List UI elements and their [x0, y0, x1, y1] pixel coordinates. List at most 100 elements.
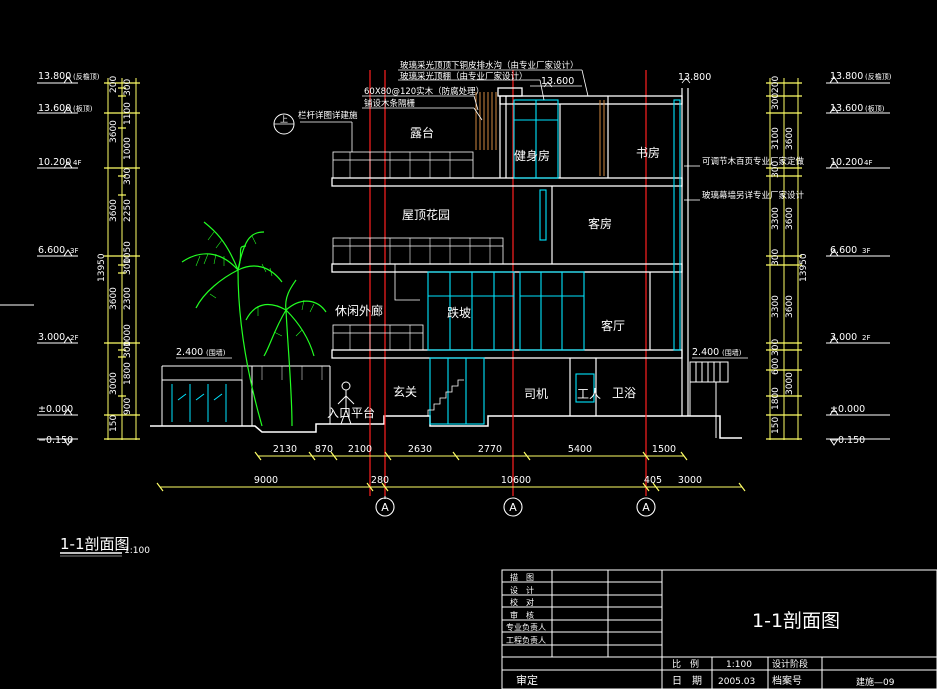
- room-living: 客厅: [601, 318, 625, 333]
- hdim-405: 405: [644, 475, 662, 486]
- left-dim-1050: 1050: [123, 241, 133, 264]
- left-dim-1000b: 1000: [123, 324, 133, 347]
- left-dim-900: 900: [123, 398, 133, 415]
- left-dim-13950: 13950: [97, 253, 107, 282]
- left-dim-3600b: 3600: [109, 199, 119, 222]
- tb-row-trace: 描 图: [510, 572, 534, 582]
- left-elev-outdoor: −0.150: [38, 435, 73, 446]
- room-guest: 客房: [588, 216, 612, 231]
- left-elev-3000: 3.000: [38, 332, 65, 343]
- right-elev-6600: 6.600: [830, 245, 857, 256]
- room-leisure-deck: 休闲外廊: [335, 303, 383, 318]
- yard-wall-elev-right-note: (围墙): [722, 348, 742, 357]
- drawing-title-label: 1-1剖面图: [60, 535, 130, 553]
- axis-label-1: A: [381, 501, 389, 514]
- tb-approve: 审定: [516, 673, 538, 687]
- right-dim-3600b: 3600: [785, 207, 795, 230]
- room-foyer: 玄关: [393, 384, 417, 399]
- yard-wall-elev-right: 2.400: [692, 347, 719, 358]
- callout-index: 上: [280, 115, 288, 124]
- right-dim-200: 200: [771, 76, 781, 93]
- drawing-title-scale: 1:100: [124, 546, 150, 556]
- yard-wall-elev-left: 2.400: [176, 347, 203, 358]
- right-dim-13950: 13950: [799, 253, 809, 282]
- palm-tree-illustration: [181, 221, 327, 427]
- room-study: 书房: [636, 145, 660, 160]
- left-dim-3600c: 3600: [109, 287, 119, 310]
- note-skylight: 玻璃采光顶棚（由专业厂家设计）: [400, 71, 528, 82]
- axis-bubbles: A A A: [375, 496, 656, 517]
- left-elev-10200-note: 4F: [73, 159, 81, 167]
- horizontal-dimensions: 2130 870 2100 2630 2770 5400 1500 9000 2…: [156, 444, 746, 492]
- right-dim-3300b: 3300: [771, 295, 781, 318]
- right-dim-150: 150: [771, 417, 781, 434]
- right-elev-10200-note: 4F: [864, 159, 872, 167]
- left-dim-200: 200: [109, 76, 119, 93]
- right-dim-3000: 3000: [785, 372, 795, 395]
- top-parapet-level: 13.800: [678, 72, 711, 83]
- right-dim-3600a: 3600: [785, 127, 795, 150]
- room-bath: 卫浴: [612, 386, 636, 400]
- note-grille: 铺设木条隔栅: [364, 98, 416, 109]
- tb-date-label: 日 期: [672, 675, 702, 687]
- axis-bubble-3: [636, 497, 656, 517]
- hdim-280: 280: [371, 475, 389, 486]
- tb-stage-label: 设计阶段: [772, 658, 808, 670]
- right-dim-3600c: 3600: [785, 295, 795, 318]
- room-stair: 跌坡: [447, 305, 471, 320]
- left-elev-6600-note: 3F: [70, 247, 78, 255]
- left-dim-300d: 300: [123, 341, 133, 358]
- left-dim-1100: 1100: [123, 102, 133, 125]
- tb-date-value: 2005.03: [718, 677, 755, 687]
- room-roof-garden: 屋顶花园: [402, 207, 450, 222]
- hdim-9000: 9000: [254, 475, 278, 486]
- left-elev-6600: 6.600: [38, 245, 65, 256]
- right-elev-6600-note: 3F: [862, 247, 870, 255]
- hdim-2630: 2630: [408, 444, 432, 455]
- left-elev-13600: 13.600: [38, 103, 71, 114]
- left-dim-150: 150: [109, 415, 119, 432]
- top-skylight-level: 13.600: [541, 76, 574, 87]
- axis-bubble-1: [375, 497, 395, 517]
- tb-row-discipline-lead: 专业负责人: [506, 622, 546, 632]
- tb-drawing-name: 1-1剖面图: [752, 610, 840, 632]
- note-drain: 玻璃采光顶顶下铜皮排水沟（由专业厂家设计）: [400, 60, 579, 71]
- yard-wall-elev-left-note: (围墙): [206, 348, 226, 357]
- tb-row-review: 审 核: [510, 610, 534, 620]
- building-section: 上 13.600 13.800 2.400 (围墙) 2.400 (围墙): [150, 69, 748, 496]
- left-elev-13800: 13.800: [38, 71, 71, 82]
- hdim-1500: 1500: [652, 444, 676, 455]
- left-dim-3600a: 3600: [109, 120, 119, 143]
- axis-label-3: A: [642, 501, 650, 514]
- right-elev-13800: 13.800: [830, 71, 863, 82]
- tb-scale-value: 1:100: [726, 660, 752, 670]
- tb-row-check: 校 对: [510, 597, 534, 607]
- room-terrace: 露台: [410, 125, 434, 140]
- right-dim-600: 600: [771, 358, 781, 375]
- hdim-870: 870: [315, 444, 333, 455]
- tb-sheet-no: 建施—09: [856, 676, 895, 688]
- left-dim-1800: 1800: [123, 362, 133, 385]
- palm-fronds: [195, 231, 315, 337]
- right-elev-3000: 3.000: [830, 332, 857, 343]
- axis-label-2: A: [509, 501, 517, 514]
- left-dim-300: 300: [123, 79, 133, 96]
- right-elev-ground: ±0.000: [830, 404, 865, 415]
- left-dim-300c: 300: [123, 258, 133, 275]
- right-dim-300: 300: [771, 93, 781, 110]
- left-elev-13600-note: (板顶): [73, 104, 93, 113]
- right-dim-3300a: 3300: [771, 207, 781, 230]
- room-maid: 工人: [577, 387, 601, 401]
- right-elev-3000-note: 2F: [862, 334, 870, 342]
- left-elevation-column: 13.800 (反檐顶) 13.600 (板顶) 10.200 4F 6.600…: [0, 71, 140, 446]
- tb-row-design: 设 计: [510, 585, 534, 595]
- left-elev-ground: ±0.000: [38, 404, 73, 415]
- room-labels: 露台 健身房 书房 屋顶花园 客房 休闲外廊 跌坡 客厅 玄关 司机 工人 卫浴…: [327, 125, 660, 420]
- left-elev-13800-note: (反檐顶): [73, 72, 100, 81]
- hdim-5400: 5400: [568, 444, 592, 455]
- tb-archive-label: 档案号: [772, 674, 802, 687]
- left-elev-3000-note: 2F: [70, 334, 78, 342]
- right-dim-1800: 1800: [771, 387, 781, 410]
- left-dim-300b: 300: [123, 168, 133, 185]
